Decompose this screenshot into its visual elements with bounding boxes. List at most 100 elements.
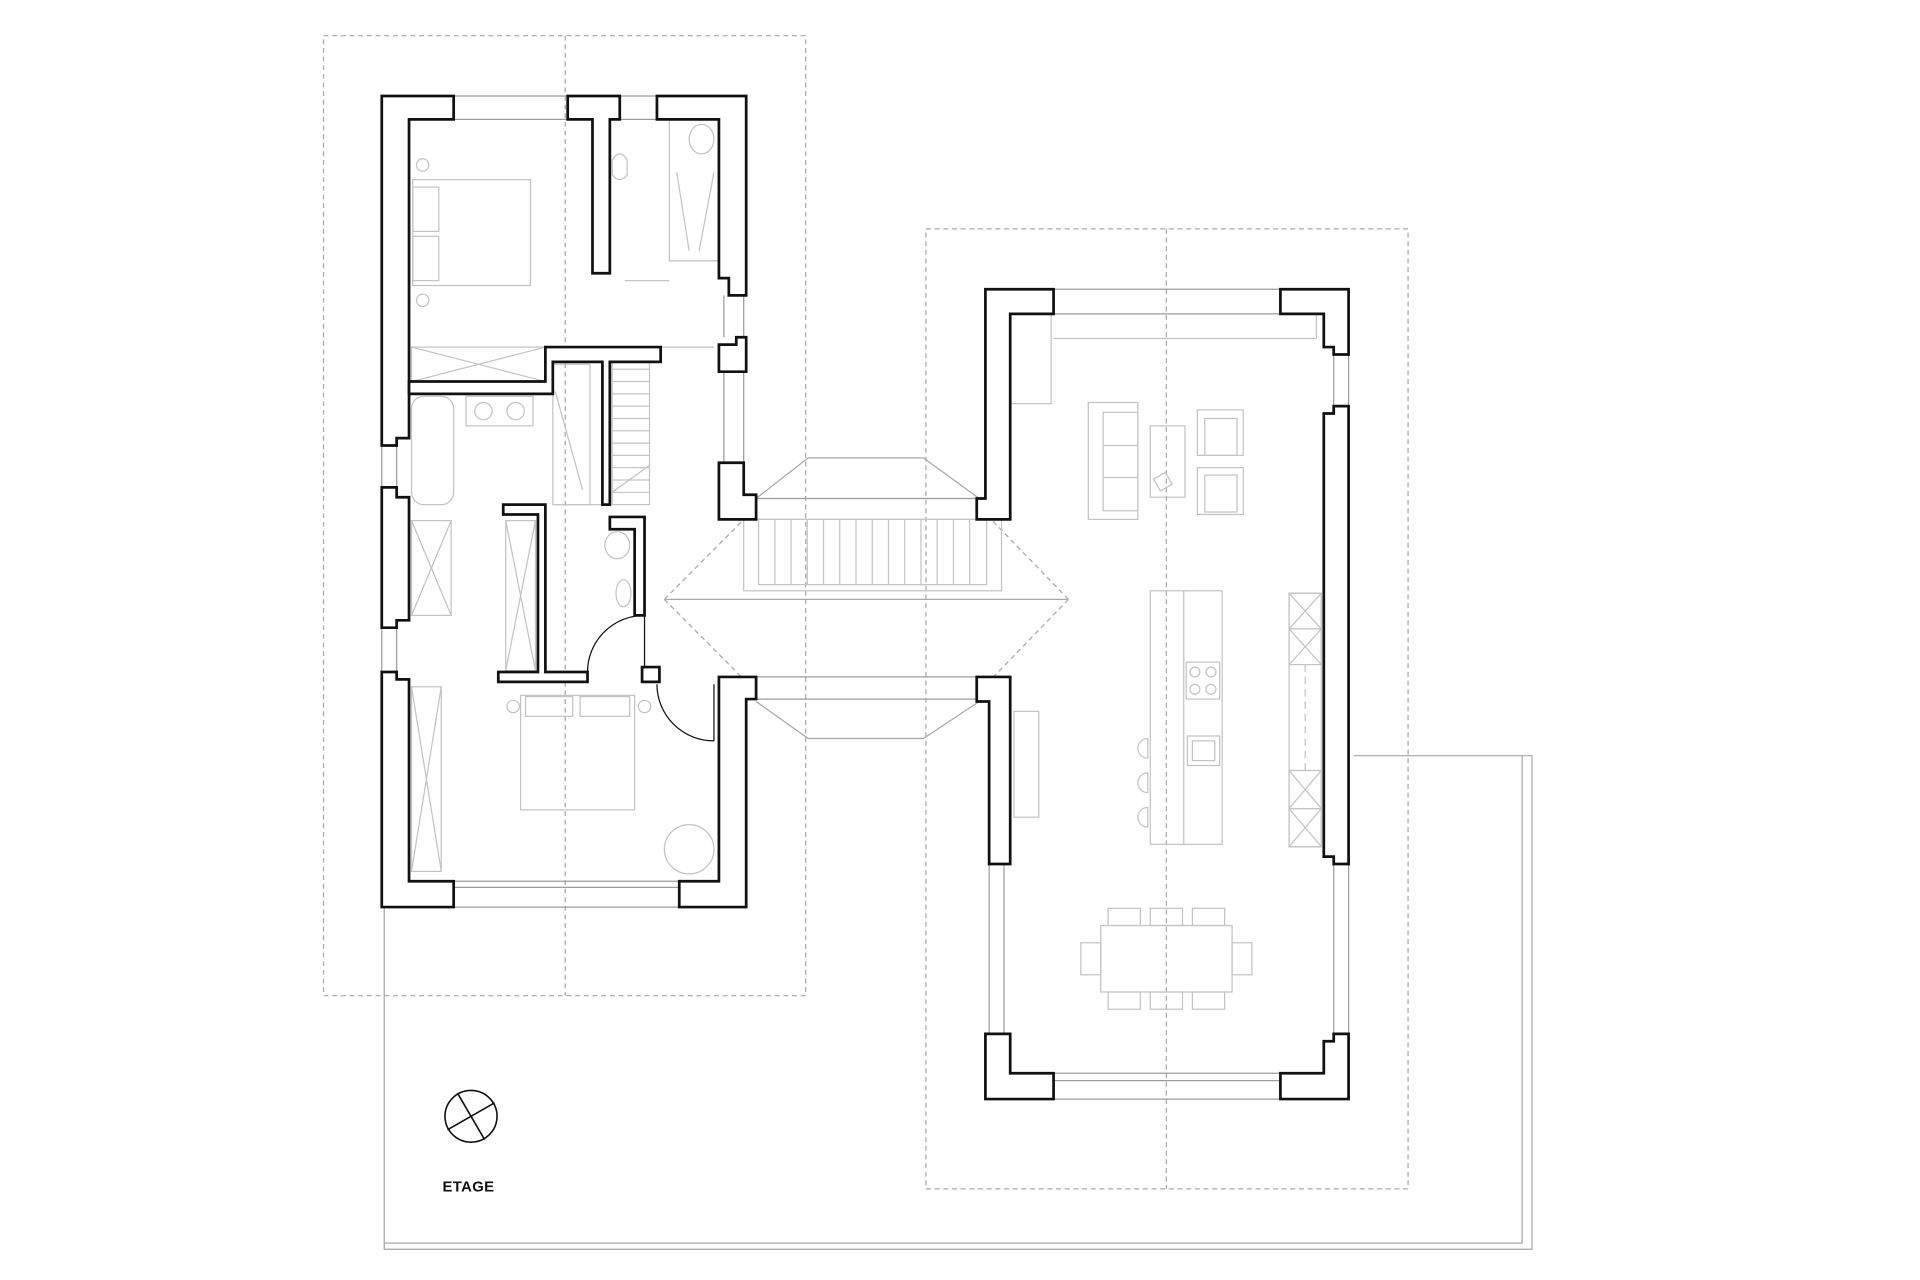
burner bbox=[1205, 666, 1217, 678]
north-arrow-icon bbox=[444, 1089, 498, 1143]
dining-chair bbox=[1191, 991, 1226, 1010]
bar-stool bbox=[1137, 806, 1149, 828]
sink-bowl bbox=[1191, 740, 1216, 762]
ground-outline-outer bbox=[383, 755, 1533, 1250]
fridge-unit-cross bbox=[1288, 808, 1322, 848]
fridge-unit-cross bbox=[1288, 770, 1322, 810]
ground-floor-outline-layer bbox=[383, 755, 1533, 1250]
link-roof-edge bbox=[978, 506, 1069, 600]
roof-outline-right bbox=[925, 228, 1409, 1190]
armchair-seat bbox=[1204, 417, 1238, 457]
pillow bbox=[579, 696, 631, 717]
sofa bbox=[1087, 401, 1139, 520]
washbasin bbox=[611, 153, 628, 181]
wall-corner-top-left bbox=[380, 94, 456, 447]
wall-corner-bottom-right bbox=[677, 675, 758, 909]
round-chair bbox=[663, 824, 715, 875]
bedside-lamp bbox=[506, 699, 520, 714]
wall-partition-closet bbox=[496, 503, 589, 684]
dining-chair bbox=[1191, 907, 1226, 927]
closet bbox=[410, 520, 452, 616]
wall-partition-wc bbox=[608, 515, 646, 617]
compass-axis-east bbox=[447, 1102, 495, 1131]
windows-layer bbox=[381, 95, 1350, 1100]
roof-outline-layer bbox=[322, 35, 1409, 1190]
wall-corner-top-right bbox=[655, 94, 748, 297]
cooktop bbox=[1185, 661, 1221, 700]
dining-chair bbox=[1231, 942, 1253, 976]
link-roof-edge bbox=[663, 506, 757, 600]
wall-corner-bottom-left bbox=[380, 670, 456, 909]
dining-chair bbox=[1149, 907, 1184, 927]
roof-outline-left bbox=[322, 35, 807, 997]
link-corridor-layer bbox=[743, 497, 1003, 700]
compass-circle bbox=[444, 1089, 498, 1143]
level-label: ETAGE bbox=[443, 1179, 495, 1195]
sink-basin bbox=[474, 401, 493, 421]
wall-link-top-left bbox=[717, 461, 758, 521]
wall-corner-top-right bbox=[1279, 287, 1350, 356]
dining-chair bbox=[1149, 991, 1184, 1010]
shower-screen bbox=[676, 172, 690, 252]
toilet bbox=[604, 531, 631, 560]
bar-stool bbox=[1137, 737, 1149, 759]
wardrobe-cross bbox=[410, 686, 442, 872]
shower bbox=[668, 118, 720, 262]
wall-right-middle bbox=[1322, 404, 1350, 866]
wall-stub bbox=[640, 665, 661, 684]
armchair bbox=[1196, 467, 1244, 516]
bedside-lamp bbox=[415, 158, 430, 172]
sink-basin bbox=[506, 401, 525, 421]
ground-outline-inner bbox=[384, 755, 1523, 1244]
pillow bbox=[412, 186, 440, 233]
wall-pier-left bbox=[380, 486, 411, 630]
pillow bbox=[412, 235, 440, 282]
wall-corner-top-left bbox=[975, 287, 1055, 521]
closet-cross bbox=[410, 520, 452, 616]
wall-corner-bottom-left bbox=[984, 1032, 1055, 1101]
book bbox=[1152, 471, 1174, 492]
door-swing bbox=[586, 614, 645, 673]
toilet bbox=[688, 123, 715, 155]
wardrobe-cross bbox=[411, 346, 546, 383]
kitchen-sink bbox=[1186, 735, 1221, 767]
walls-layer bbox=[380, 94, 1350, 1101]
double-vanity bbox=[465, 395, 534, 427]
furniture-layer bbox=[410, 118, 1322, 1010]
double-bed bbox=[519, 694, 636, 811]
bathtub bbox=[410, 395, 455, 506]
wall-left-middle bbox=[975, 675, 1012, 866]
bedside-lamp bbox=[415, 293, 430, 308]
pillow bbox=[524, 696, 574, 717]
link-roof-bottom bbox=[755, 701, 980, 740]
oven-unit-cross bbox=[1288, 628, 1322, 666]
burner bbox=[1205, 683, 1217, 695]
closet-door bbox=[554, 391, 584, 491]
wall-partition-bedroom-bath bbox=[407, 345, 663, 506]
shower-screen bbox=[698, 172, 715, 252]
coffee-table bbox=[1149, 425, 1186, 498]
dining-chair bbox=[1080, 942, 1102, 976]
dining-chair bbox=[1107, 907, 1141, 927]
link-roof-top bbox=[755, 457, 980, 499]
double-bed bbox=[412, 179, 532, 287]
fridge-unit bbox=[1288, 808, 1322, 848]
bedside-lamp bbox=[637, 699, 652, 714]
washbasin bbox=[615, 579, 632, 608]
armchair-seat bbox=[1204, 474, 1238, 513]
burner bbox=[1189, 666, 1201, 678]
corner-cabinet bbox=[1009, 313, 1052, 405]
oven-unit-cross bbox=[1288, 592, 1322, 630]
burner bbox=[1189, 683, 1201, 695]
door-swing bbox=[656, 684, 714, 742]
sofa-seat bbox=[1102, 411, 1139, 512]
wall-pier-right bbox=[717, 335, 748, 374]
dining-chair bbox=[1107, 991, 1141, 1010]
wall-partition-top bbox=[566, 94, 622, 275]
wardrobe bbox=[410, 686, 442, 872]
kitchen-island bbox=[1149, 590, 1223, 845]
stair-cut-line bbox=[611, 464, 650, 493]
wall-corner-bottom-right bbox=[1279, 1032, 1350, 1101]
sideboard bbox=[1013, 710, 1040, 818]
